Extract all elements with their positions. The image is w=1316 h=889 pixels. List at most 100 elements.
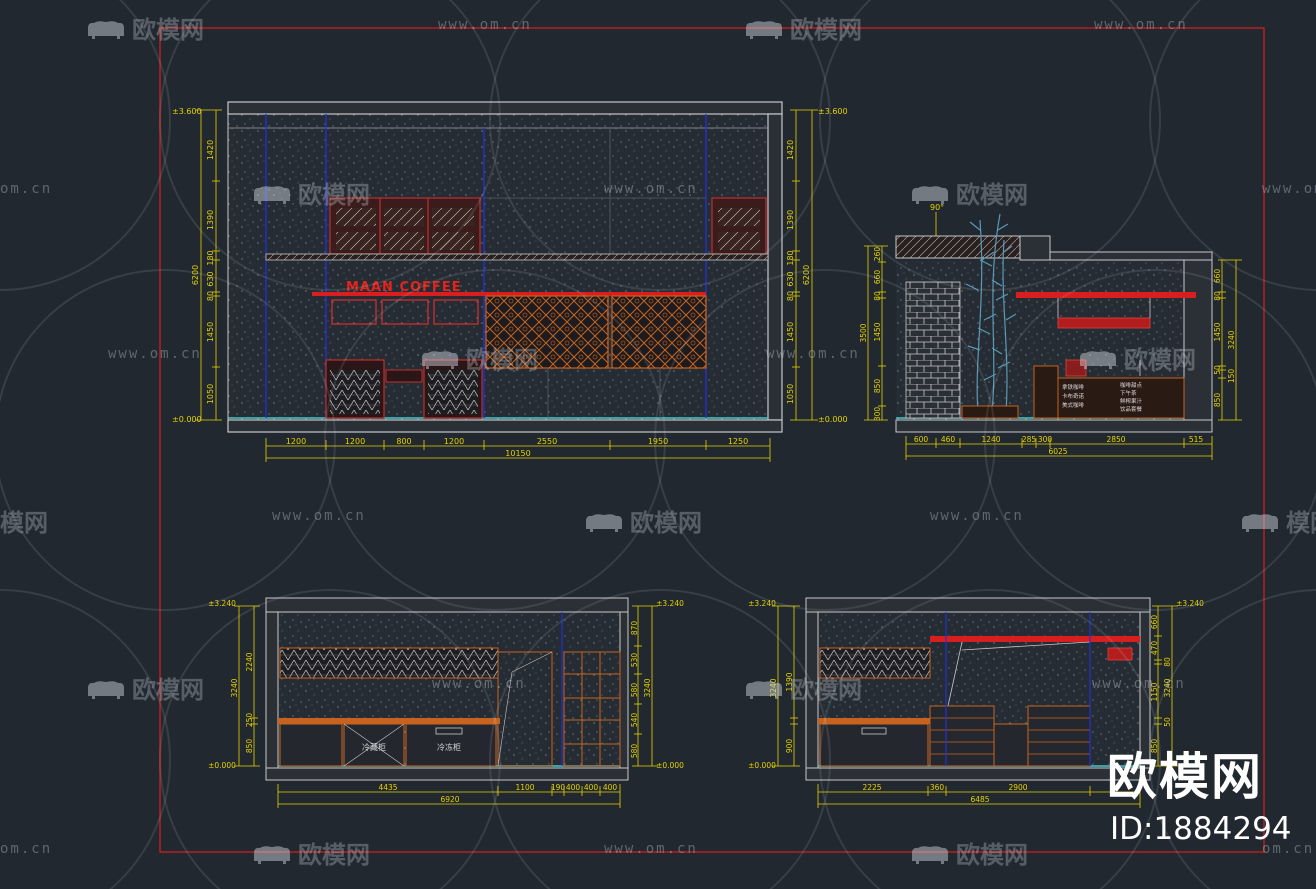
dimension-left-b <box>864 245 888 421</box>
dim-d-left-3: 900 <box>785 739 794 754</box>
total-height-right: 6200 <box>802 265 811 285</box>
dimension-right <box>790 109 818 421</box>
level-top-d-right: ±3.240 <box>1176 599 1204 608</box>
dim-b-left-1: 260 <box>873 247 882 262</box>
dim-left-4: 630 <box>206 271 215 286</box>
dim-b-bottom-total: 6025 <box>1048 447 1067 456</box>
zigzag-panel-c <box>279 647 499 679</box>
bamboo-plant <box>965 213 1017 413</box>
dim-c-left-1: 2240 <box>245 652 254 671</box>
dim-bottom-total: 10150 <box>505 449 530 458</box>
dim-b-left-4: 1450 <box>873 322 882 341</box>
coffee-logo: MAAN COFFEE <box>346 280 462 295</box>
dim-right-5: 80 <box>786 291 795 301</box>
zigzag-panel-d <box>819 647 931 679</box>
dim-c-bottom-4: 400 <box>566 783 581 792</box>
level-floor-c: ±0.000 <box>208 761 236 770</box>
dim-c-bottom-5: 400 <box>584 783 599 792</box>
service-counter <box>325 359 483 419</box>
dim-d-bottom-1: 2225 <box>862 783 881 792</box>
dimension-left <box>196 109 222 421</box>
dim-b-left-5: 850 <box>873 379 882 394</box>
total-height-left: 6200 <box>191 265 200 285</box>
dim-c-right-1: 870 <box>630 621 639 636</box>
level-floor-right: ±0.000 <box>818 415 848 424</box>
dim-b-right-3: 1450 <box>1213 322 1222 341</box>
dim-d-right-2: 470 <box>1150 641 1159 656</box>
dim-b-bottom-4: 285 <box>1022 435 1037 444</box>
bulkhead <box>895 235 1021 259</box>
dim-bottom-5: 2550 <box>537 437 557 446</box>
menu-right-3: 鲜榨果汁 <box>1120 397 1143 405</box>
right-total-b: 3240 <box>1227 330 1236 349</box>
dim-right-1: 1420 <box>786 140 795 160</box>
dim-c-bottom-3: 190 <box>551 783 566 792</box>
dim-b-bottom-2: 460 <box>941 435 956 444</box>
lattice-screen-right <box>611 295 707 369</box>
dim-left-3: 180 <box>206 250 215 265</box>
ceiling-slab-b <box>1047 251 1213 261</box>
dim-b-right-2: 80 <box>1213 291 1222 301</box>
level-top-c: ±3.240 <box>208 599 236 608</box>
menu-right-1: 咖啡甜点 <box>1120 381 1143 389</box>
dim-bottom-6: 1950 <box>648 437 668 446</box>
dim-bottom-1: 1200 <box>286 437 306 446</box>
menu-boards <box>331 299 479 325</box>
dimension-bottom-c <box>277 784 621 808</box>
dim-right-2: 1390 <box>786 210 795 230</box>
dim-d-right-6: 850 <box>1150 739 1159 754</box>
dim-c-bottom-2: 1100 <box>515 783 534 792</box>
dim-b-right-5: 150 <box>1227 369 1236 384</box>
dimension-left-ticks <box>212 180 220 368</box>
level-top-left: ±3.600 <box>172 107 202 116</box>
dim-b-right-6: 850 <box>1213 393 1222 408</box>
dim-left-5: 80 <box>206 291 215 301</box>
dim-bottom-7: 1250 <box>728 437 748 446</box>
cabinet-label-2: 冷冻柜 <box>437 742 461 752</box>
lower-cabinets-d <box>819 705 1091 767</box>
dim-d-bottom-2: 360 <box>930 783 945 792</box>
dim-left-6: 1450 <box>206 322 215 342</box>
dim-right-7: 1050 <box>786 384 795 404</box>
dim-right-6: 1450 <box>786 322 795 342</box>
level-top-right: ±3.600 <box>818 107 848 116</box>
dimension-bottom-d <box>817 784 1141 808</box>
level-top-c-right: ±3.240 <box>656 599 684 608</box>
elevation-a: MAAN COFFEE <box>172 101 848 462</box>
dim-d-right-4: 1150 <box>1150 682 1159 701</box>
dim-b-left-6: 300 <box>873 407 882 422</box>
dim-c-bottom-6: 400 <box>603 783 618 792</box>
dim-b-right-4: 50 <box>1213 365 1222 375</box>
brick-wall <box>905 281 961 419</box>
side-wall <box>767 113 783 421</box>
dim-c-right-2: 530 <box>630 653 639 668</box>
upper-display-cabinet <box>329 197 481 255</box>
duct-box <box>1019 235 1051 261</box>
floor-slab-b <box>895 419 1213 433</box>
dim-left-1: 1420 <box>206 140 215 160</box>
dim-c-left-3: 850 <box>245 739 254 754</box>
ceiling-slab-c <box>265 597 629 613</box>
level-floor-c-right: ±0.000 <box>656 761 684 770</box>
dimension-right-c <box>632 605 658 767</box>
dimension-right-b <box>1218 259 1242 421</box>
planter-box <box>961 405 1019 419</box>
dim-b-bottom-1: 600 <box>914 435 929 444</box>
level-floor-left: ±0.000 <box>172 415 202 424</box>
dim-c-bottom-total: 6920 <box>440 795 459 804</box>
total-height-b: 3500 <box>859 323 868 342</box>
dim-d-right-3: 80 <box>1163 657 1172 667</box>
dim-b-bottom-5: 300 <box>1038 435 1053 444</box>
cabinet-label-1: 冷藏柜 <box>362 742 386 752</box>
menu-right-2: 下午茶 <box>1120 389 1137 397</box>
dim-b-right-1: 660 <box>1213 269 1222 284</box>
menu-right-4: 饮品套餐 <box>1120 405 1143 413</box>
floor-slab-d <box>805 767 1151 781</box>
ledge-beam <box>265 253 769 261</box>
total-height-c: 3240 <box>230 678 239 697</box>
dim-c-left-2: 250 <box>245 713 254 728</box>
floor-slab-c <box>265 767 629 781</box>
id-badge-brand: 欧模网 <box>1107 748 1263 806</box>
